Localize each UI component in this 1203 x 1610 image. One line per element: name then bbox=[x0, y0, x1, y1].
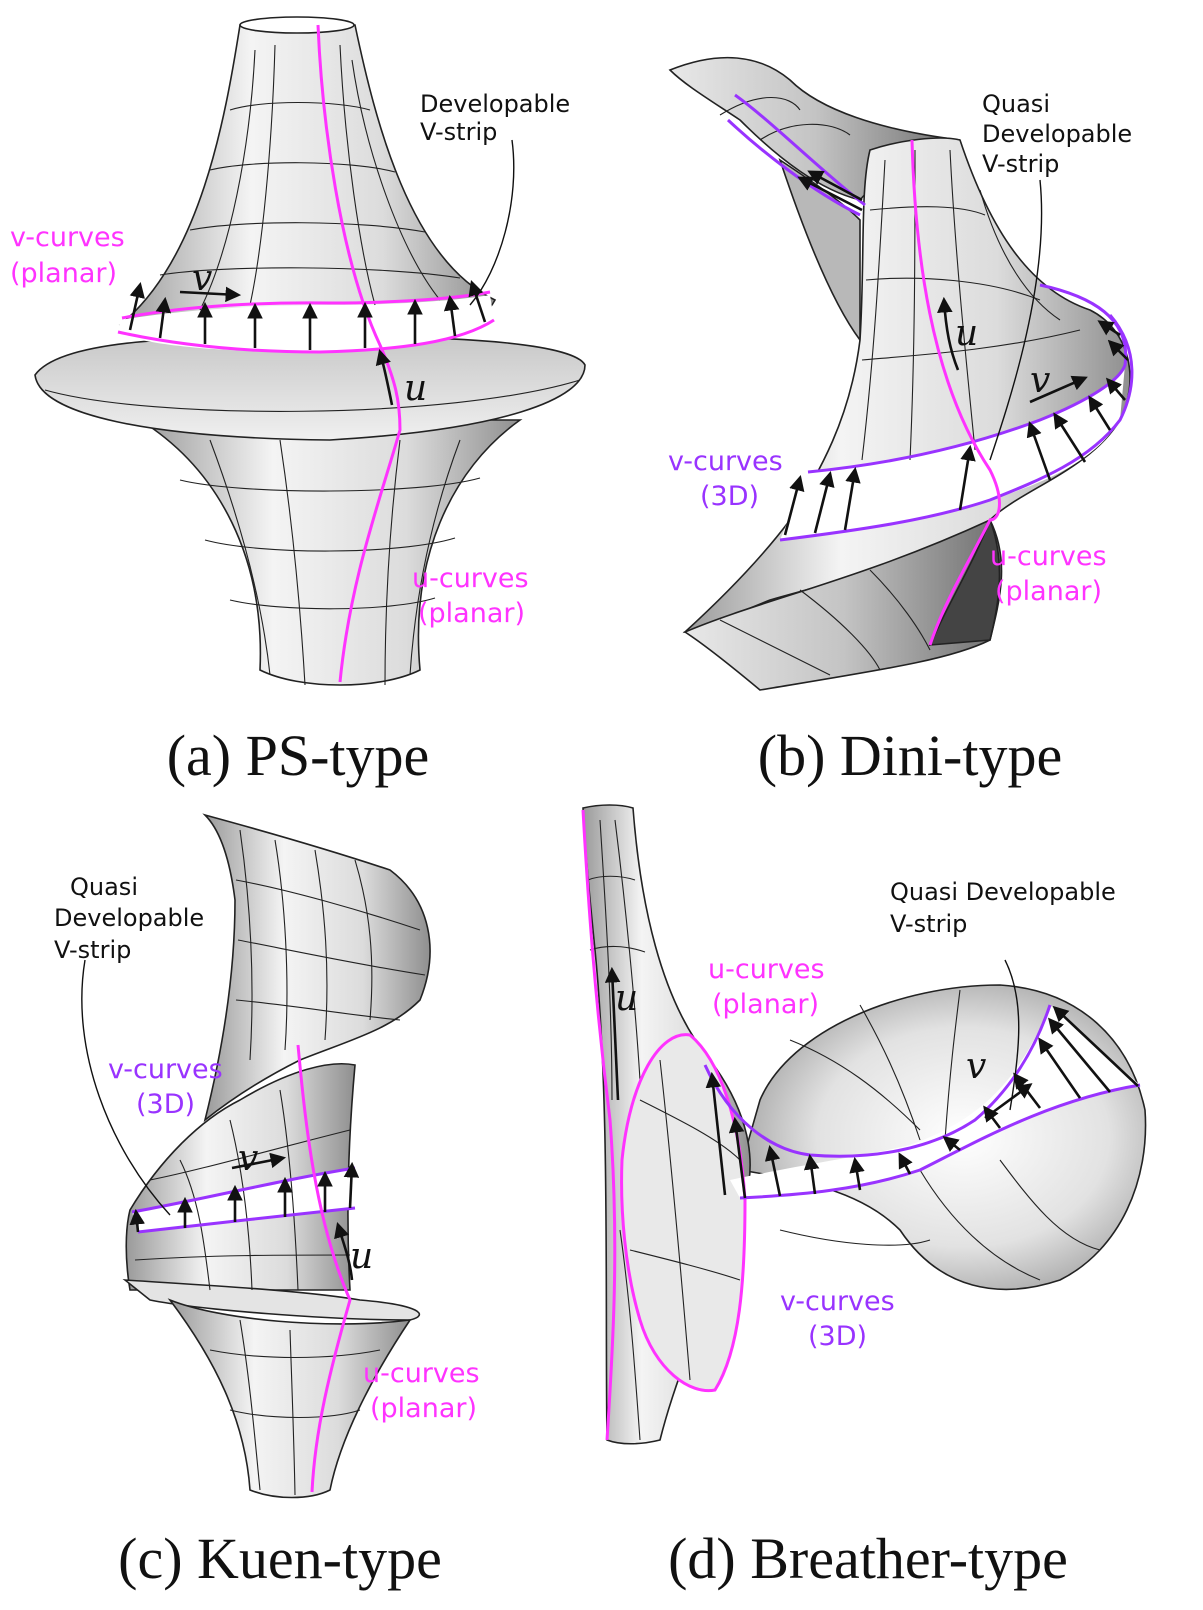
u-symbol: u bbox=[404, 368, 427, 409]
u-curve bbox=[316, 24, 402, 683]
annotation-line-3: V-strip bbox=[982, 150, 1059, 178]
u-curve-label-2: (planar) bbox=[418, 598, 525, 629]
annotation-line-3: V-strip bbox=[54, 936, 131, 964]
v-symbol: v bbox=[1030, 360, 1050, 401]
annotation-line-1: Developable bbox=[420, 90, 570, 118]
u-curve-label-1: u-curves bbox=[708, 954, 825, 985]
v-symbol: v bbox=[192, 258, 212, 299]
strip-arrows bbox=[129, 1152, 360, 1281]
annotation-line-1: Quasi bbox=[982, 90, 1050, 118]
v-curve-upper-left-2 bbox=[726, 118, 861, 217]
strip-arrows bbox=[128, 280, 487, 406]
panel-d: Quasi Developable V-strip u-curves (plan… bbox=[581, 804, 1147, 1591]
v-curve-label-2: (3D) bbox=[700, 481, 759, 512]
u-curve bbox=[910, 139, 1001, 646]
dini-surface bbox=[668, 56, 1131, 691]
u-curve-tube bbox=[581, 809, 617, 1441]
v-symbol: v bbox=[966, 1046, 986, 1087]
caption: (a) PS-type bbox=[167, 723, 430, 788]
caption: (d) Breather-type bbox=[668, 1526, 1068, 1591]
v-curve-bottom bbox=[117, 318, 495, 354]
panel-c: Quasi Developable V-strip v-curves (3D) … bbox=[54, 813, 480, 1591]
annotation-leader bbox=[989, 179, 1043, 461]
u-symbol: u bbox=[350, 1236, 373, 1277]
u-curve-label-1: u-curves bbox=[363, 1358, 480, 1389]
v-curve-label-2: (3D) bbox=[136, 1089, 195, 1120]
annotation-line-1: Quasi Developable bbox=[890, 878, 1116, 906]
kuen-surface bbox=[122, 813, 431, 1499]
v-curve-label-1: v-curves bbox=[108, 1054, 223, 1085]
annotation-leader bbox=[81, 959, 171, 1216]
v-curve-bottom bbox=[739, 1083, 1141, 1200]
ps-surface bbox=[34, 16, 586, 686]
v-curve-label-1: v-curves bbox=[10, 222, 125, 253]
v-curve-label-1: v-curves bbox=[668, 446, 783, 477]
v-curve-label-1: v-curves bbox=[780, 1286, 895, 1317]
u-curve-label-2: (planar) bbox=[712, 989, 819, 1020]
u-symbol: u bbox=[955, 313, 978, 354]
annotation-leader bbox=[1004, 959, 1020, 1111]
u-curve-label-2: (planar) bbox=[370, 1393, 477, 1424]
caption: (c) Kuen-type bbox=[118, 1526, 442, 1591]
u-curve-label-1: u-curves bbox=[412, 563, 529, 594]
v-curve-bottom bbox=[137, 1206, 356, 1234]
u-curve bbox=[296, 1044, 352, 1493]
v-curve-bottom bbox=[779, 314, 1134, 542]
annotation-line-2: Developable bbox=[54, 904, 204, 932]
u-curve-bell bbox=[620, 1033, 747, 1393]
annotation-line-2: V-strip bbox=[420, 118, 497, 146]
caption: (b) Dini-type bbox=[758, 723, 1062, 788]
u-symbol: u bbox=[615, 978, 638, 1019]
annotation-line-1: Quasi bbox=[70, 873, 138, 901]
u-curve-label-1: u-curves bbox=[990, 541, 1107, 572]
panel-a: Developable V-strip v-curves (planar) u-… bbox=[10, 16, 586, 788]
annotation-line-2: Developable bbox=[982, 120, 1132, 148]
breather-surface bbox=[582, 804, 1147, 1445]
annotation-line-2: V-strip bbox=[890, 910, 967, 938]
u-curve-label-2: (planar) bbox=[995, 576, 1102, 607]
v-curve-label-2: (3D) bbox=[808, 1321, 867, 1352]
panel-b: Quasi Developable V-strip v-curves (3D) … bbox=[668, 56, 1134, 788]
v-symbol: v bbox=[238, 1138, 258, 1179]
strip-arrows bbox=[604, 966, 1139, 1199]
v-curve-label-2: (planar) bbox=[10, 258, 117, 289]
strip-arrows bbox=[783, 170, 1129, 536]
annotation-leader bbox=[469, 139, 515, 306]
